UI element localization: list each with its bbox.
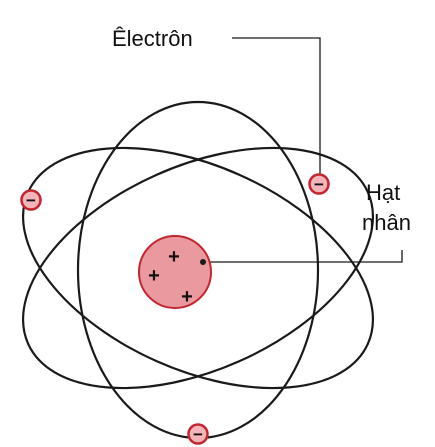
electron-label: Êlectrôn xyxy=(112,26,193,51)
electron-bottom-charge: − xyxy=(193,425,203,444)
electron-leader-line xyxy=(232,38,320,178)
nucleus-charge-2: + xyxy=(148,265,160,287)
electron-bottom: − xyxy=(189,425,208,445)
electron-left: − xyxy=(22,191,41,211)
nucleus-charge-1: + xyxy=(168,246,180,268)
nucleus-charge-3: + xyxy=(181,286,193,308)
electron-right-charge: − xyxy=(314,175,324,194)
nucleus-label-line2: nhân xyxy=(362,210,411,235)
nucleus-leader-line xyxy=(202,250,402,262)
nucleus: + + + xyxy=(139,236,211,308)
nucleus-center-dot xyxy=(200,259,206,265)
nucleus-label-line1: Hạt xyxy=(366,180,400,205)
electron-right: − xyxy=(310,175,329,195)
electron-left-charge: − xyxy=(26,191,36,210)
